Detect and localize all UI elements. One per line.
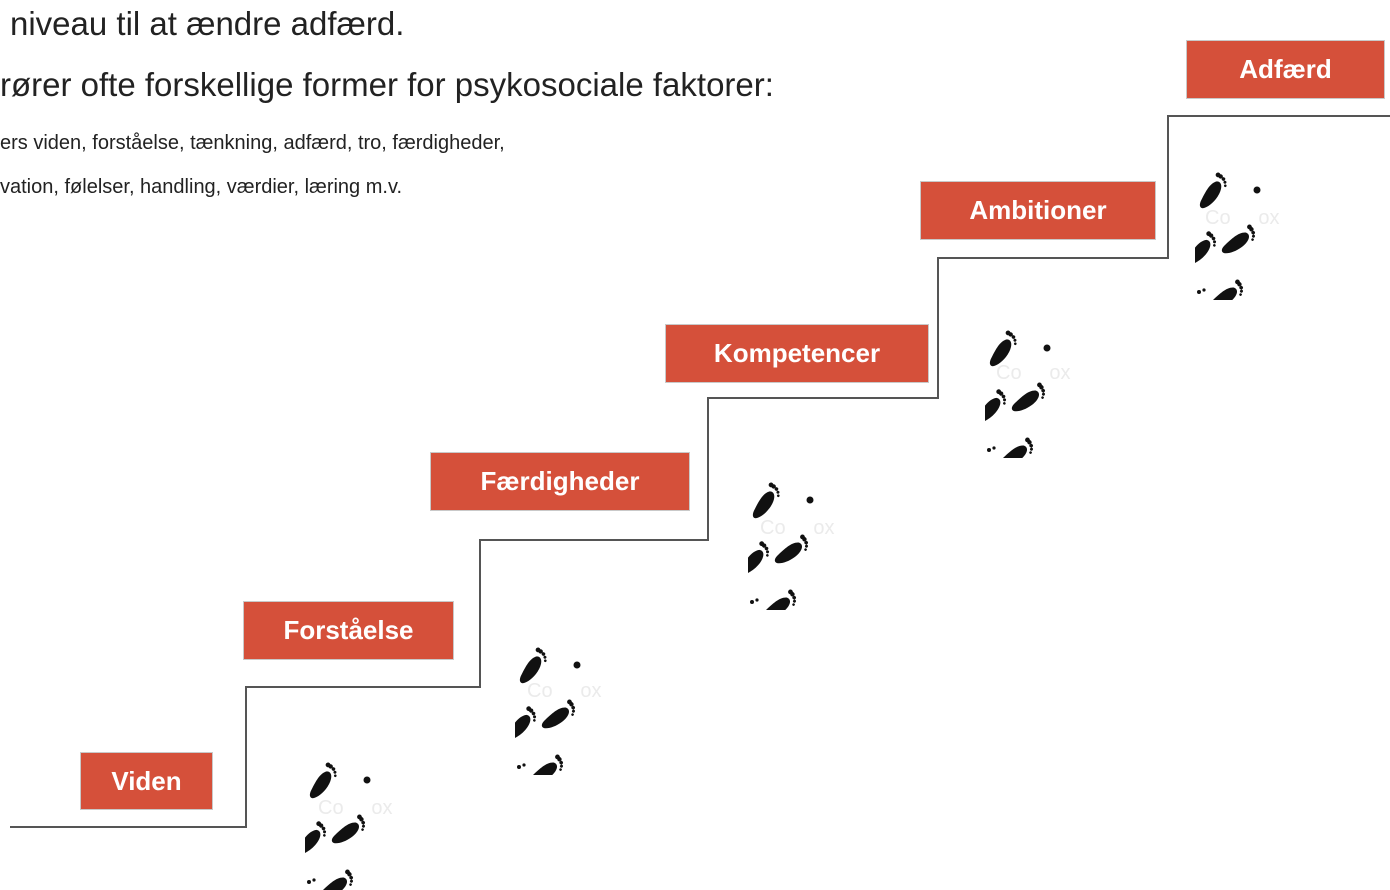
watermark: Co ox xyxy=(1205,207,1280,229)
watermark: Co ox xyxy=(527,680,602,702)
step-label-adfaerd: Adfærd xyxy=(1186,40,1385,99)
subtext-line-2: vation, følelser, handling, værdier, lær… xyxy=(0,176,403,198)
watermark: Co ox xyxy=(318,797,393,819)
watermark: Co ox xyxy=(760,517,835,539)
subtext-line-1: ers viden, forståelse, tænkning, adfærd,… xyxy=(0,132,505,154)
step-label-ambitioner: Ambitioner xyxy=(920,181,1156,240)
step-label-forstaaelse: Forståelse xyxy=(243,601,454,660)
step-label-faerdigheder: Færdigheder xyxy=(430,452,690,511)
watermark: Co ox xyxy=(996,362,1071,384)
step-label-viden: Viden xyxy=(80,752,213,810)
heading-line-1: niveau til at ændre adfærd. xyxy=(10,5,405,42)
heading-line-2: rører ofte forskellige former for psykos… xyxy=(0,66,774,103)
step-label-kompetencer: Kompetencer xyxy=(665,324,929,383)
